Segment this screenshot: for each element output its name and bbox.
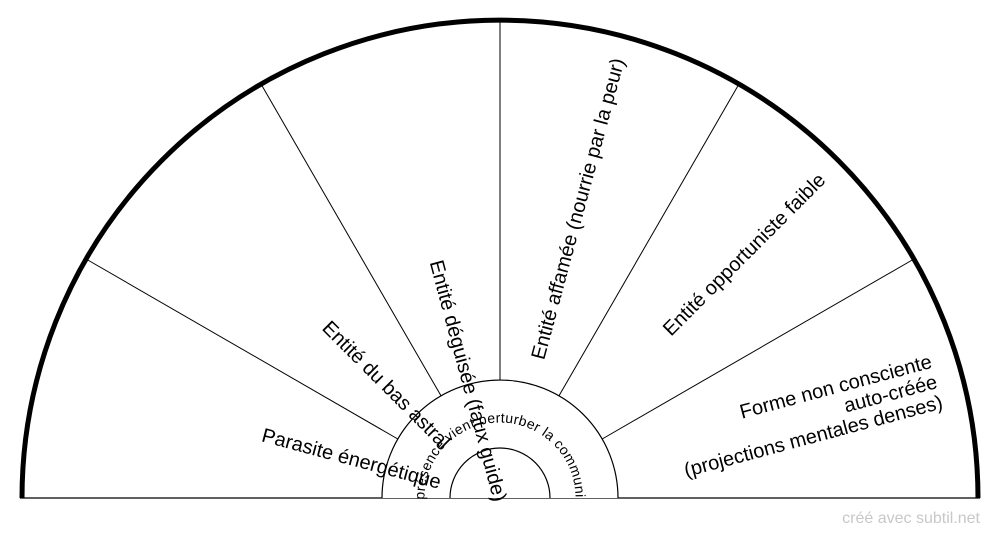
sector-label: Entité opportuniste faible — [659, 169, 830, 340]
sector-label: Forme non conscienteauto-créée(projectio… — [671, 351, 945, 482]
sector-divider — [558, 83, 740, 397]
sector-dividers — [85, 20, 915, 440]
inner-ring-inner — [449, 447, 551, 499]
sector-divider — [601, 258, 915, 440]
sector-label-text: Entité opportuniste faible — [659, 169, 830, 340]
sector-label: Entité du bas astral — [318, 317, 455, 454]
sector-label-line: Entité du bas astral — [318, 317, 455, 454]
sector-label-text: Entité affamée (nourrie par la peur) — [528, 56, 630, 362]
sector-label-line: (projections mentales denses) — [682, 392, 945, 482]
sector-label-line: Entité affamée (nourrie par la peur) — [528, 56, 630, 362]
sector-label-text: Entité du bas astral — [318, 317, 455, 454]
inner-ring-outer — [381, 379, 619, 499]
sector-label-text: Forme non conscienteauto-créée(projectio… — [671, 351, 945, 482]
watermark: créé avec subtil.net — [842, 510, 980, 527]
sector-divider — [260, 83, 442, 397]
sector-label-line: Entité opportuniste faible — [659, 169, 830, 340]
sector-divider — [85, 258, 399, 440]
sector-label: Entité affamée (nourrie par la peur) — [528, 56, 630, 362]
